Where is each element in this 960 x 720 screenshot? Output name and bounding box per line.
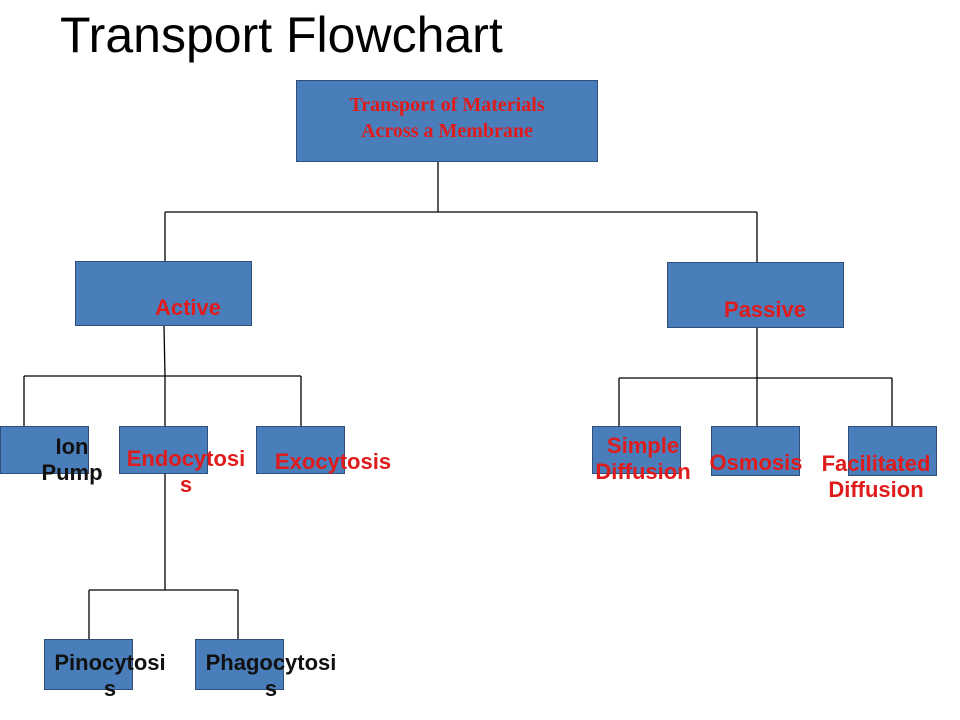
phagocytosis-node-box	[195, 639, 284, 690]
osmosis-node-label: Osmosis	[709, 450, 803, 475]
page-title: Transport Flowchart	[60, 7, 503, 63]
endocytosis-node-box	[119, 426, 208, 474]
simple-diffusion-node-box	[592, 426, 681, 474]
exocytosis-node-box	[256, 426, 345, 474]
phagocytosis-node-label: Phagocytosi s	[205, 650, 337, 701]
root-node-box	[296, 80, 598, 162]
pinocytosis-node-box	[44, 639, 133, 690]
passive-node-box	[667, 262, 844, 328]
facilitated-diffusion-node-box	[848, 426, 937, 476]
passive-node-label: Passive	[724, 297, 806, 322]
ion-pump-node-label: Ion Pump	[41, 434, 103, 485]
osmosis-node-box	[711, 426, 800, 476]
pinocytosis-node-label: Pinocytosi s	[54, 650, 166, 701]
endocytosis-node-label: Endocytosi s	[126, 446, 246, 497]
simple-diffusion-node-label: Simple Diffusion	[595, 433, 691, 484]
root-node-label: Transport of Materials Across a Membrane	[349, 94, 545, 142]
active-node-box	[75, 261, 252, 326]
active-node-label: Active	[154, 295, 222, 320]
facilitated-diffusion-node-label: Facilitated Diffusion	[821, 451, 931, 502]
connector-active-down	[163, 325, 166, 377]
exocytosis-node-label: Exocytosis	[274, 449, 392, 474]
ion-pump-node-box	[0, 426, 89, 474]
